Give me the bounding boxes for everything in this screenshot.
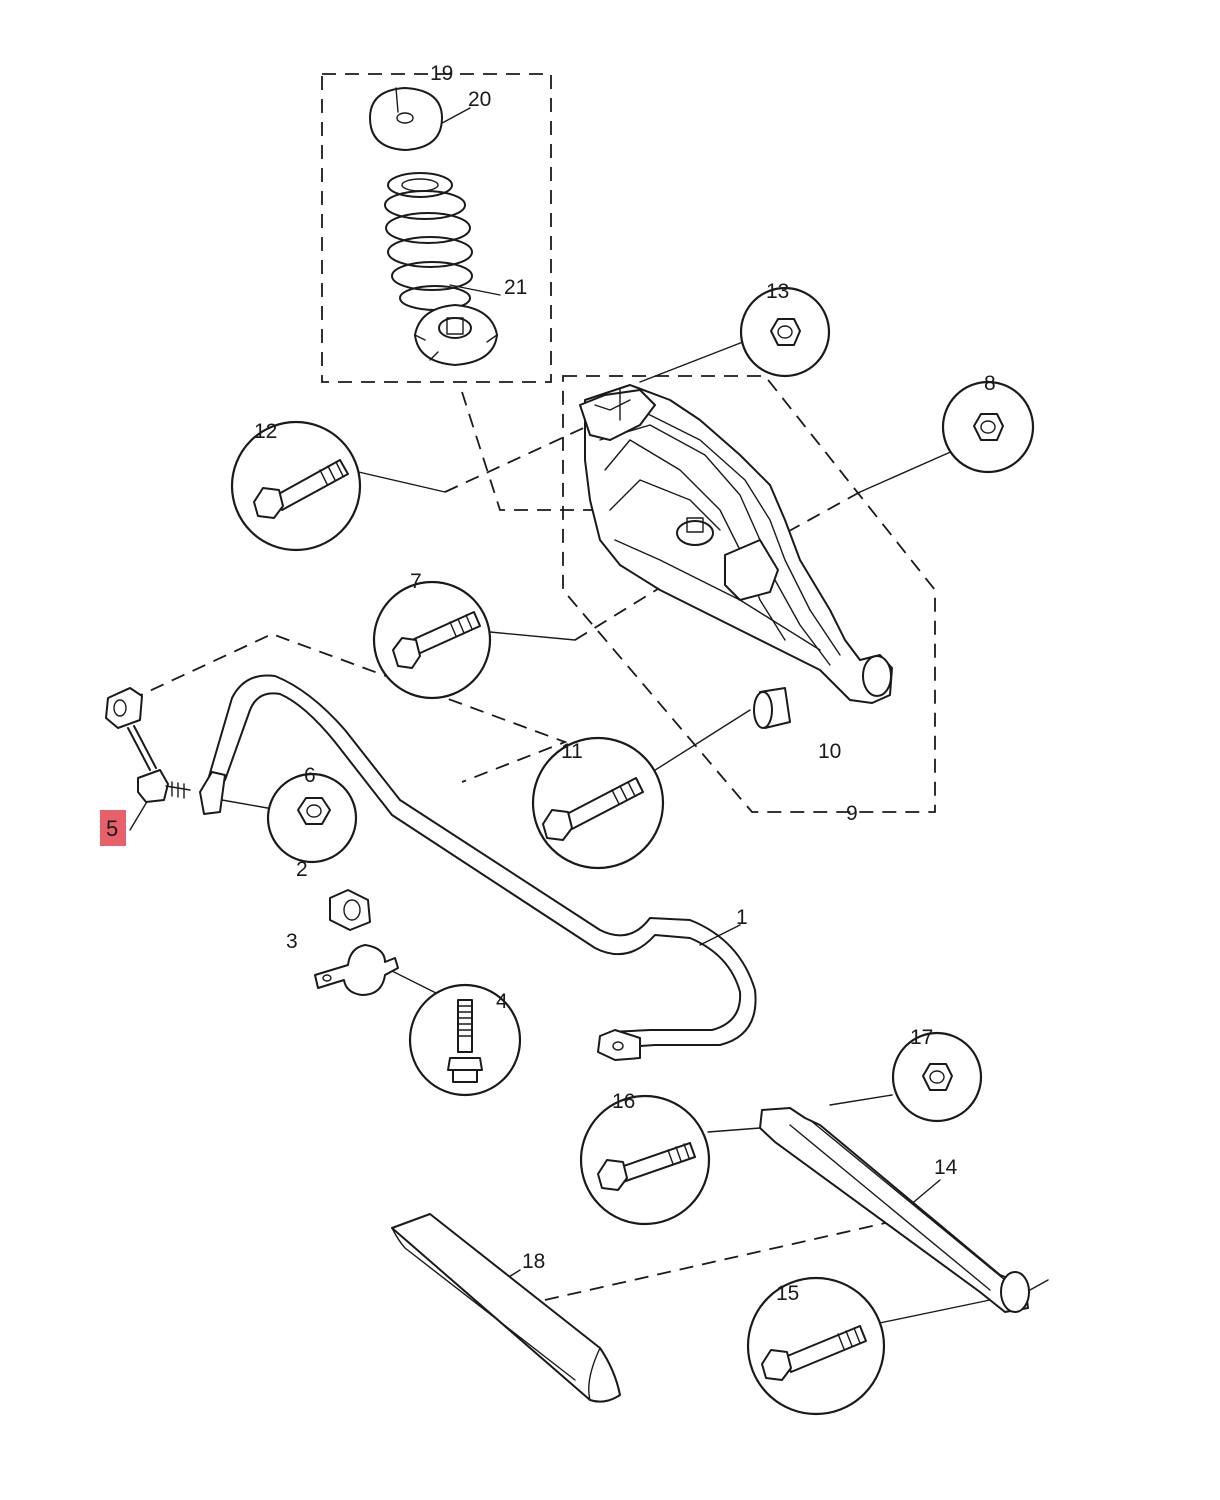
detail-circle-6: [266, 772, 358, 864]
hex-bolt-icon: [597, 1142, 696, 1191]
detail-circle-8: [941, 380, 1035, 474]
arm-bushing: [753, 687, 791, 729]
nut-icon: [770, 318, 801, 346]
detail-circle-17: [891, 1031, 983, 1123]
callout-labels: 1 2 3 4 5 6 7 8 9 10 11 12 13 14 15 16 1…: [106, 62, 996, 1305]
detail-circle-12: [230, 420, 362, 552]
trailing-link: [759, 1107, 1049, 1313]
callout-4: 4: [496, 990, 508, 1013]
protective-sleeve: [391, 1213, 621, 1403]
spring-assembly-group-box: [321, 73, 552, 383]
callout-12: 12: [254, 420, 277, 443]
callout-15: 15: [776, 1282, 799, 1305]
spring-assembly: [369, 87, 498, 366]
lower-spring-seat: [414, 304, 498, 366]
detail-circle-13: [739, 286, 831, 378]
callout-8: 8: [984, 372, 996, 395]
callout-2: 2: [296, 858, 308, 881]
callout-14: 14: [934, 1156, 958, 1179]
nut-icon: [922, 1063, 953, 1091]
coil-spring: [384, 172, 473, 311]
callout-20: 20: [468, 88, 491, 111]
detail-circle-11: [531, 736, 665, 870]
callout-5: 5: [106, 816, 118, 841]
callout-6: 6: [304, 764, 316, 787]
nut-icon: [973, 413, 1004, 441]
lower-arm-group-box: [562, 375, 936, 813]
hex-bolt-icon: [761, 1325, 867, 1381]
callout-3: 3: [286, 930, 298, 953]
stabilizer-link-dashed-outline: [129, 633, 568, 783]
nut-icon: [297, 797, 331, 825]
callout-9: 9: [846, 802, 858, 825]
leader-lines: [129, 107, 991, 1326]
callout-21: 21: [504, 276, 527, 299]
hex-bolt-icon: [542, 777, 644, 841]
detail-circle-7: [372, 580, 492, 700]
stabilizer-bar: [199, 674, 757, 1061]
callout-13: 13: [766, 280, 789, 303]
detail-circle-16: [579, 1094, 711, 1226]
stud-bolt-icon: [447, 999, 483, 1083]
lower-control-arm: [579, 384, 893, 704]
detail-circle-4: [408, 983, 522, 1097]
stabilizer-bushing: [329, 889, 371, 931]
detail-circle-15: [746, 1276, 886, 1416]
callout-19: 19: [430, 62, 453, 85]
callout-1: 1: [736, 906, 748, 929]
callout-11: 11: [561, 740, 583, 763]
stabilizer-bracket: [314, 944, 399, 996]
callout-5-highlight: [100, 810, 126, 846]
callout-17: 17: [910, 1026, 933, 1049]
callout-7: 7: [410, 570, 422, 593]
stabilizer-link: [105, 687, 191, 803]
hex-bolt-icon: [253, 459, 349, 519]
callout-16: 16: [612, 1090, 635, 1113]
callout-18: 18: [522, 1250, 545, 1273]
hex-bolt-icon: [392, 611, 481, 669]
callout-10: 10: [818, 740, 841, 763]
upper-spring-seat: [369, 87, 443, 151]
